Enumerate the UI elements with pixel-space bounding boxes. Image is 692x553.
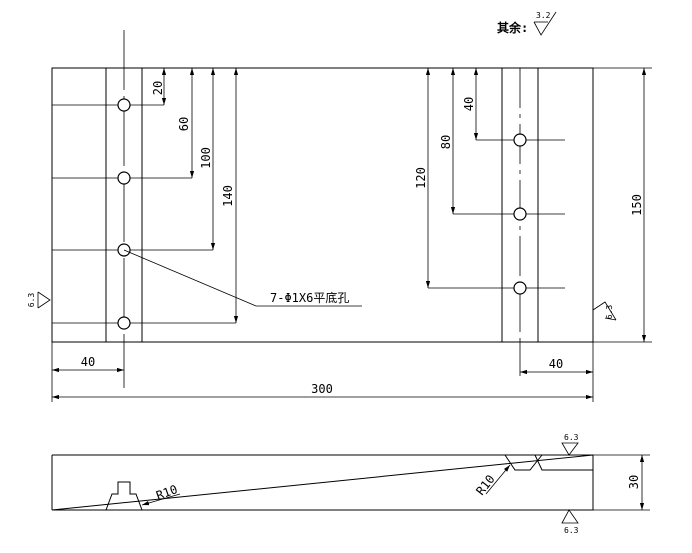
radius-leader — [141, 493, 181, 506]
roughness-side-top: 6.3 — [564, 433, 579, 442]
callout-leader — [123, 249, 257, 307]
dim-height-150: 150 — [630, 194, 644, 216]
dim-right-offset-40: 40 — [549, 357, 563, 371]
roughness-symbol-icon — [561, 509, 579, 524]
dim-left-20: 20 — [151, 81, 165, 95]
dim-right-80: 80 — [439, 135, 453, 149]
side-view-notch — [504, 454, 543, 471]
radius-leader — [485, 464, 511, 495]
hole — [117, 316, 131, 330]
dim-left-140: 140 — [221, 185, 235, 207]
side-view-slot — [105, 481, 143, 511]
roughness-symbol-icon — [592, 301, 617, 321]
radius-left-label: R10 — [154, 482, 179, 503]
roughness-left-face: 6.3 — [27, 293, 36, 308]
roughness-symbol-icon — [561, 442, 579, 456]
dim-right-120: 120 — [414, 167, 428, 189]
dim-thickness-30: 30 — [627, 475, 641, 489]
dim-left-60: 60 — [177, 117, 191, 131]
hole — [513, 281, 527, 295]
radius-right-label: R10 — [473, 472, 497, 498]
hole — [117, 171, 131, 185]
hole — [117, 98, 131, 112]
plan-view-outline — [51, 67, 594, 343]
dim-left-100: 100 — [199, 147, 213, 169]
roughness-side-bottom: 6.3 — [564, 526, 579, 535]
dim-width-300: 300 — [311, 382, 333, 396]
roughness-other-value: 3.2 — [536, 11, 551, 20]
side-view-outline — [51, 454, 594, 511]
hole — [513, 133, 527, 147]
dim-left-offset-40: 40 — [81, 355, 95, 369]
dim-right-40: 40 — [462, 97, 476, 111]
roughness-symbol-icon — [37, 291, 51, 309]
roughness-other-label: 其余: — [497, 20, 528, 35]
roughness-symbol-icon — [533, 11, 557, 36]
hole — [513, 207, 527, 221]
hole-callout: 7-Φ1X6平底孔 — [270, 290, 349, 305]
roughness-right-face: 6.3 — [605, 305, 614, 320]
